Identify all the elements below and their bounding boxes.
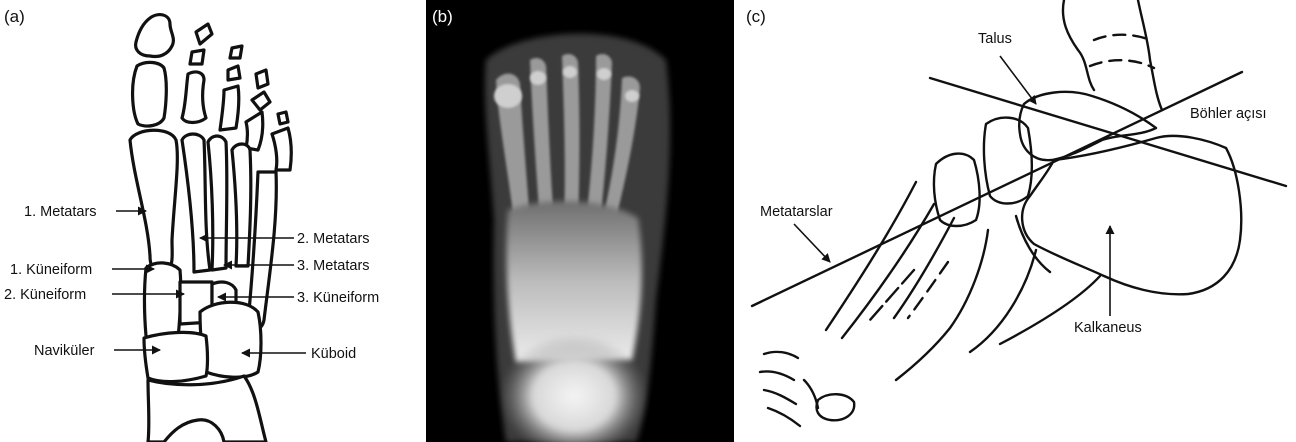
bohler-line-lower xyxy=(752,72,1242,306)
foot-xray-image: (b) xyxy=(426,0,734,442)
arrow-icon xyxy=(794,224,830,262)
panel-a-foot-drawing: (a) xyxy=(0,0,400,442)
panel-b-tag: (b) xyxy=(432,7,453,26)
label-bohler-acisi: Böhler açısı xyxy=(1190,106,1267,122)
panel-c-tag: (c) xyxy=(746,7,766,26)
label-metatars-3: 3. Metatars xyxy=(297,258,370,274)
arrow-icon xyxy=(1000,56,1036,104)
label-kalkaneus: Kalkaneus xyxy=(1074,320,1142,336)
panel-b-xray: (b) xyxy=(426,0,734,442)
panel-a-tag: (a) xyxy=(4,7,25,26)
calcaneus-outline xyxy=(1022,136,1241,294)
label-navikuler: Naviküler xyxy=(34,343,95,359)
metatarsals-lateral xyxy=(826,182,1100,380)
label-metatars-2: 2. Metatars xyxy=(297,231,370,247)
panel-c-lateral-drawing: (c) xyxy=(738,0,1296,442)
label-kuboid: Küboid xyxy=(311,346,356,362)
lateral-foot-diagram: (c) xyxy=(738,0,1296,442)
toes-lateral xyxy=(760,352,854,426)
label-kuneiform-1: 1. Küneiform xyxy=(10,262,92,278)
label-kuneiform-2: 2. Küneiform xyxy=(4,287,86,303)
label-metatars-1: 1. Metatars xyxy=(24,204,97,220)
label-kuneiform-3: 3. Küneiform xyxy=(297,290,379,306)
foot-skeleton-diagram: (a) xyxy=(0,0,400,442)
bohler-line-upper xyxy=(930,78,1286,186)
label-talus: Talus xyxy=(978,31,1012,47)
label-metatarslar: Metatarslar xyxy=(760,204,833,220)
